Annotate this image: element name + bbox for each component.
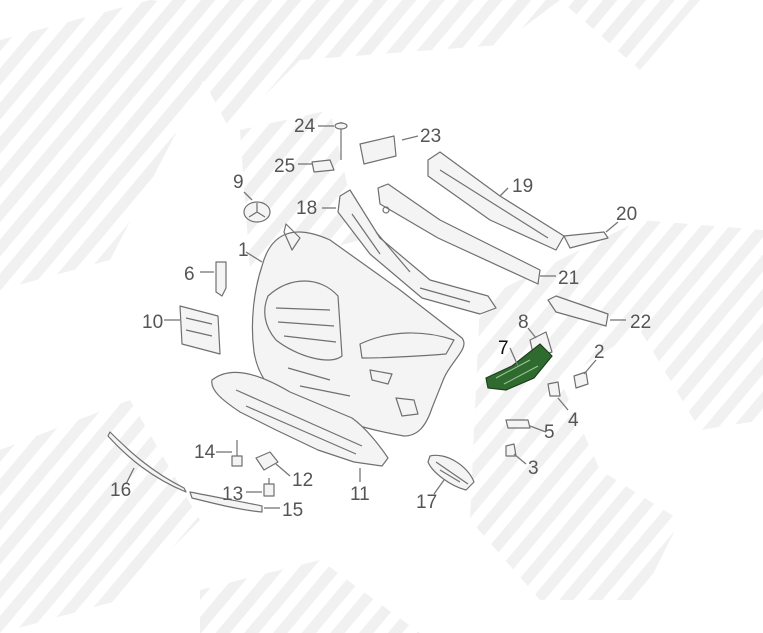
callout-22: 22 [630, 312, 651, 333]
callout-20: 20 [616, 204, 637, 225]
callout-25: 25 [274, 156, 295, 177]
callout-24: 24 [294, 116, 316, 137]
callout-16: 16 [110, 480, 131, 501]
part-license-plate-bracket [179, 305, 221, 355]
part-screw-2 [573, 371, 589, 389]
callout-4: 4 [568, 410, 579, 431]
callout-3: 3 [528, 458, 539, 479]
part-clip-12 [255, 451, 279, 471]
part-grille-insert [427, 454, 475, 491]
part-emblem [243, 201, 271, 223]
part-bracket-20 [563, 231, 609, 249]
part-clip-5 [505, 419, 531, 429]
callout-17: 17 [416, 492, 437, 513]
callout-12: 12 [292, 470, 313, 491]
callout-9: 9 [233, 172, 244, 193]
callout-23: 23 [420, 126, 441, 147]
part-impact-beam [377, 183, 541, 285]
part-guide-22 [547, 295, 609, 327]
part-mounting-frame [337, 189, 497, 315]
callout-7: 7 [498, 338, 509, 359]
callout-1: 1 [238, 240, 249, 261]
part-sensor-23 [359, 135, 397, 165]
part-trim-strip-16 [107, 431, 187, 493]
callout-15: 15 [282, 500, 303, 521]
callout-6: 6 [184, 264, 195, 285]
callout-11: 11 [350, 484, 370, 505]
part-bumper-cover [251, 223, 465, 437]
part-lower-spoiler [211, 371, 389, 467]
callout-13: 13 [222, 484, 243, 505]
callout-5: 5 [544, 422, 555, 443]
part-bolt-14 [231, 440, 243, 467]
callout-8: 8 [518, 312, 529, 333]
part-screw-13 [263, 478, 275, 497]
callout-21: 21 [558, 268, 579, 289]
part-side-bracket [215, 261, 227, 297]
callout-19: 19 [512, 176, 533, 197]
part-pin-24 [334, 122, 348, 160]
part-clip-4 [547, 381, 561, 397]
callout-18: 18 [296, 198, 317, 219]
callout-2: 2 [594, 342, 605, 363]
leader-lines [125, 125, 626, 509]
part-absorber [427, 151, 565, 251]
part-clip-25 [311, 159, 335, 173]
callout-10: 10 [142, 312, 163, 333]
part-trim-strip-15 [189, 491, 263, 513]
callout-14: 14 [194, 442, 216, 463]
